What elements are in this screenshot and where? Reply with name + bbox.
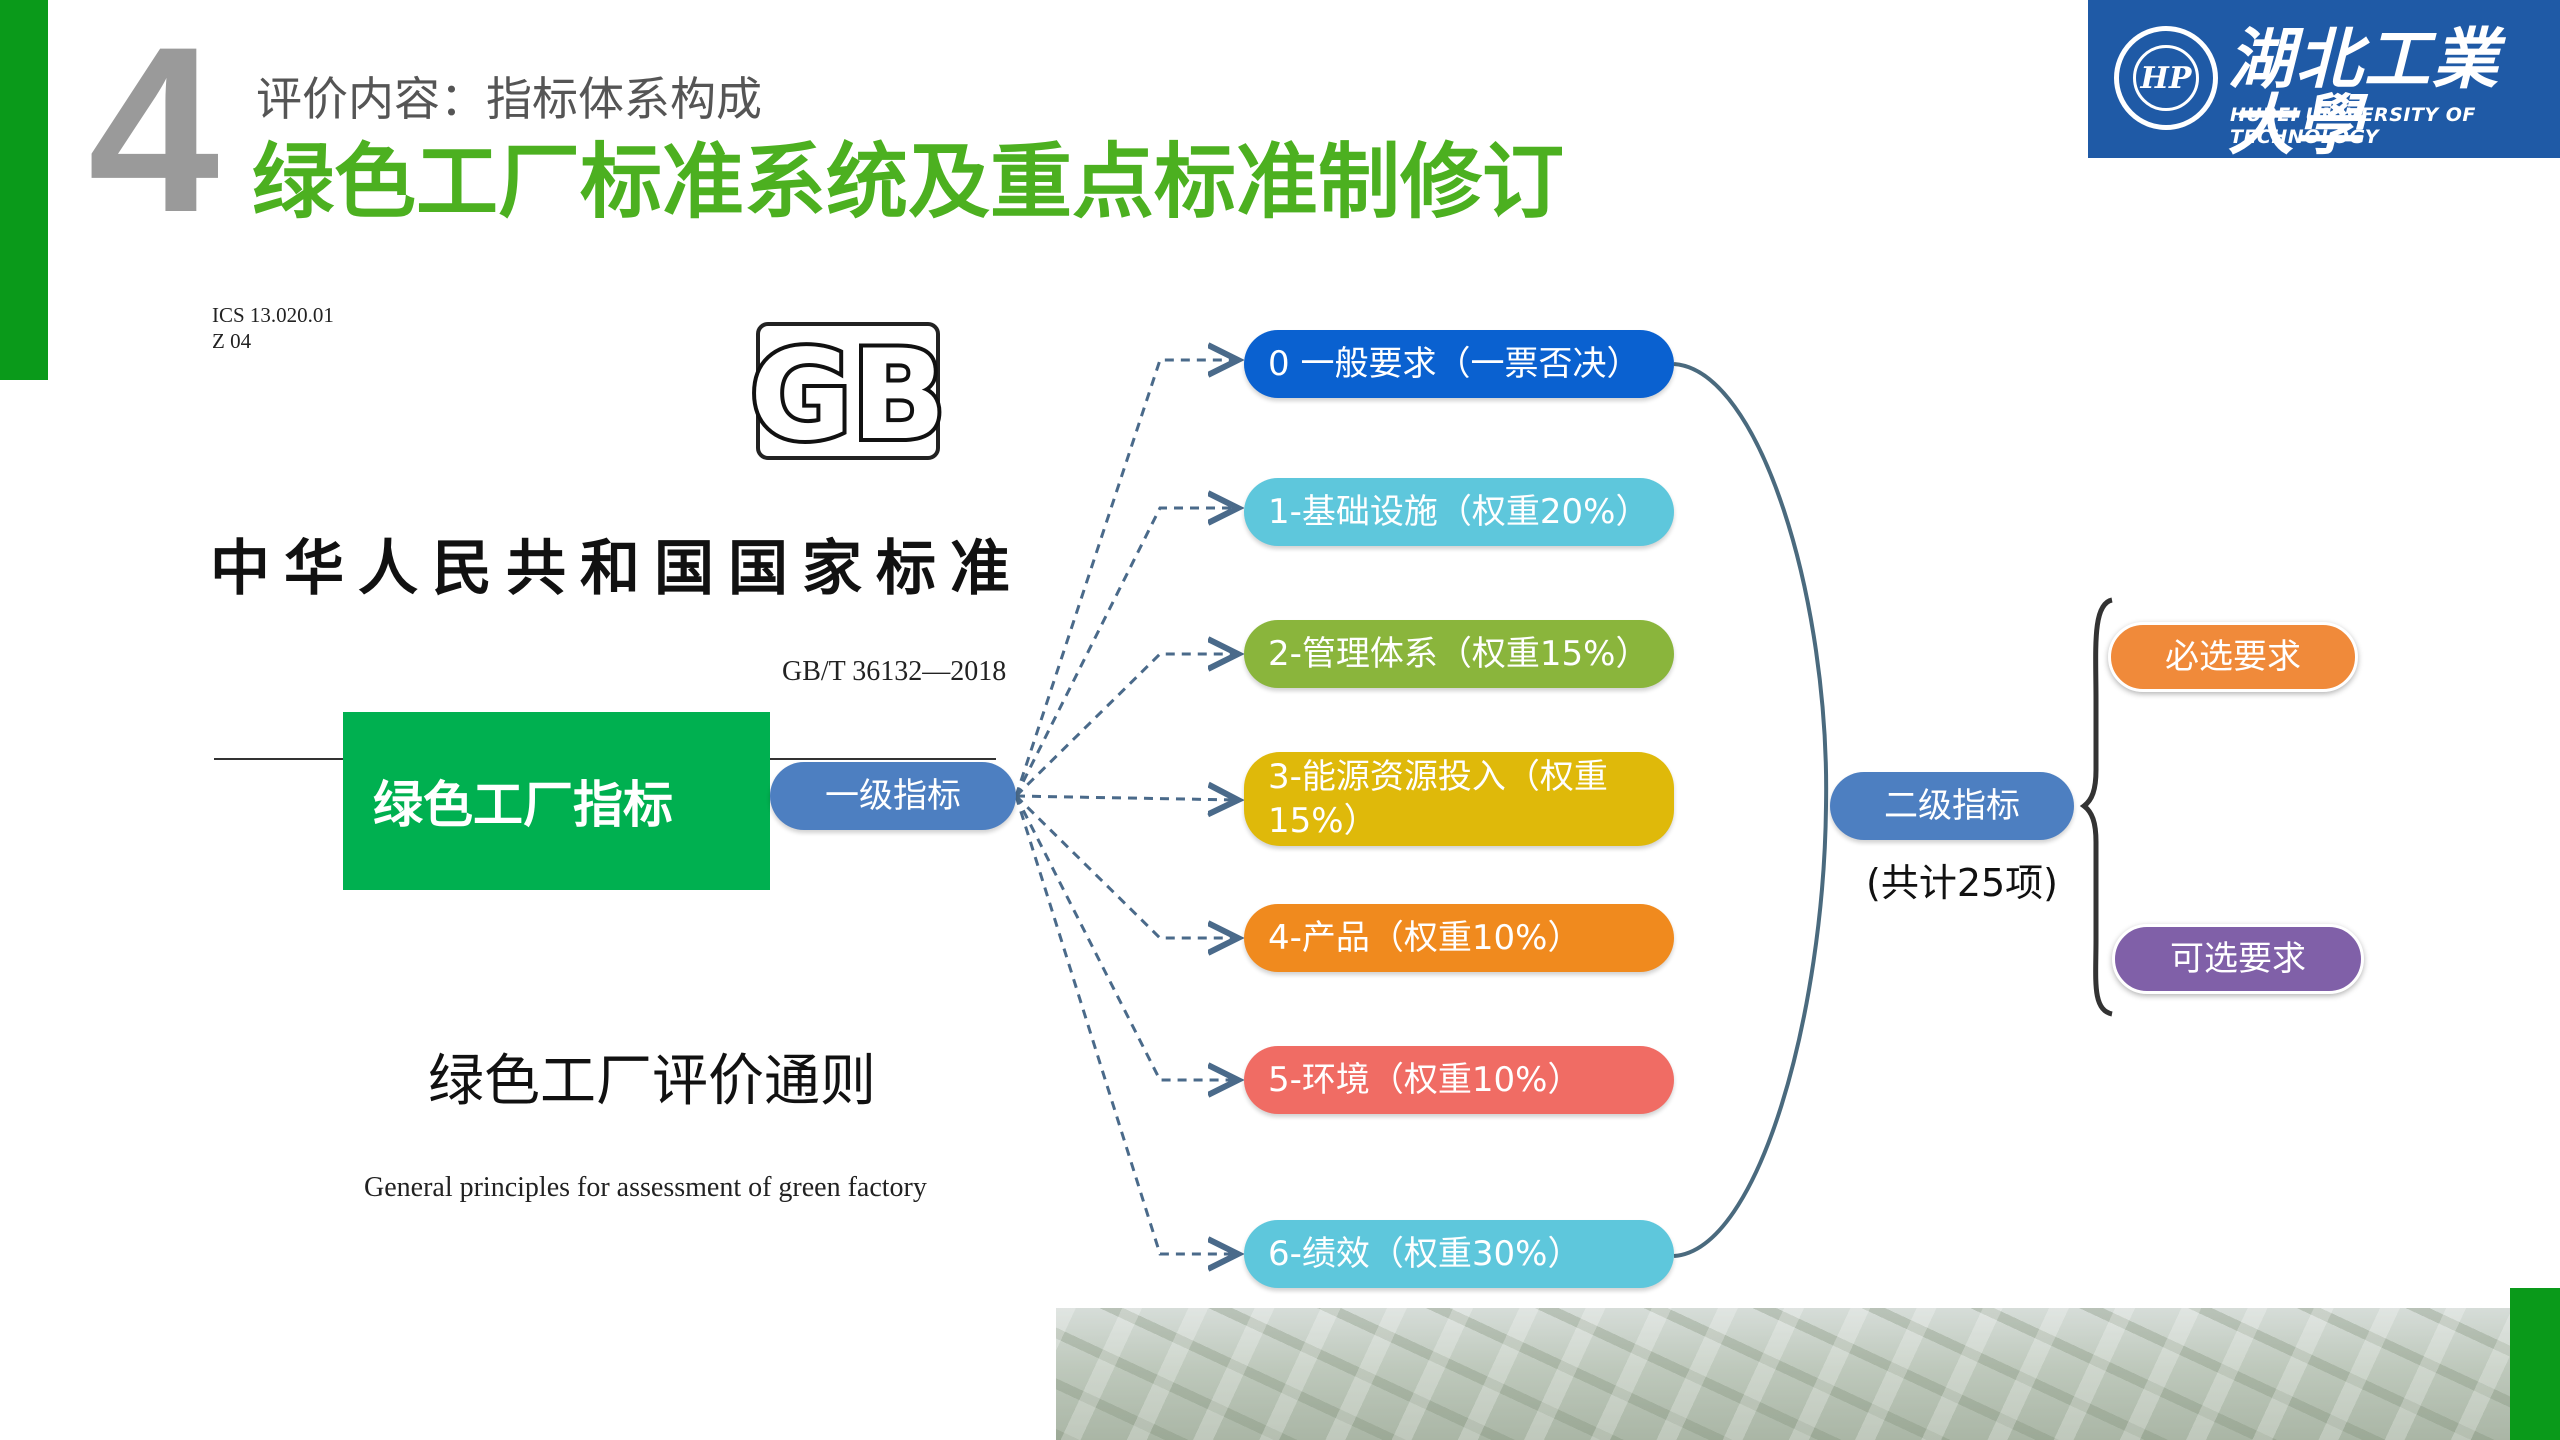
category-pill-general: 0 一般要求（一票否决） — [1244, 330, 1674, 398]
document-title-cn: 绿色工厂评价通则 — [428, 1049, 876, 1114]
connector-to-category-5 — [1014, 795, 1238, 1080]
connector-to-category-0 — [1014, 360, 1238, 797]
connector-to-category-1 — [1014, 508, 1238, 797]
level1-indicator-pill: 一级指标 — [770, 762, 1016, 830]
classification-line: Z 04 — [212, 329, 252, 354]
connector-to-category-3 — [1015, 796, 1238, 800]
left-accent-bar — [0, 0, 48, 380]
category-pill-product: 4-产品（权重10%） — [1244, 904, 1674, 972]
document-title-en: General principles for assessment of gre… — [364, 1172, 927, 1203]
optional-requirements-pill: 可选要求 — [2112, 924, 2364, 994]
doc-ics-code: ICS 13.020.01 Z 04 — [212, 302, 334, 355]
ics-line: ICS 13.020.01 — [212, 303, 334, 327]
university-logo: HP 湖北工業大學 HUBEI UNIVERSITY OF TECHNOLOGY — [2088, 0, 2560, 158]
level2-count: (共计25项) — [1866, 861, 2059, 905]
section-number: 4 — [88, 0, 220, 262]
national-standard-heading: 中华人民共和国国家标准 — [210, 534, 1024, 604]
right-accent-bar — [2510, 1288, 2560, 1440]
divider-line — [770, 758, 996, 760]
connector-to-category-6 — [1014, 795, 1238, 1254]
connector-to-category-4 — [1014, 794, 1238, 938]
university-emblem-icon: HP — [2114, 26, 2218, 130]
standard-code: GB/T 36132—2018 — [782, 656, 1007, 687]
university-name-en: HUBEI UNIVERSITY OF TECHNOLOGY — [2230, 104, 2476, 148]
gb-standard-logo-icon: GB — [752, 320, 944, 466]
category-pill-management: 2-管理体系（权重15%） — [1244, 620, 1674, 688]
slide-title: 绿色工厂标准系统及重点标准制修订 — [252, 135, 1565, 230]
gb-mark-text: GB — [752, 324, 944, 466]
slide-subtitle: 评价内容：指标体系构成 — [256, 72, 762, 126]
level2-indicator-pill: 二级指标 — [1830, 772, 2074, 840]
category-pill-environment: 5-环境（权重10%） — [1244, 1046, 1674, 1114]
category-pill-infrastructure: 1-基础设施（权重20%） — [1244, 478, 1674, 546]
green-factory-indicator-box: 绿色工厂指标 — [343, 712, 770, 890]
connector-to-category-2 — [1014, 654, 1238, 798]
emblem-monogram: HP — [2133, 45, 2199, 111]
university-name-cn: 湖北工業大學 — [2228, 20, 2500, 164]
required-requirements-pill: 必选要求 — [2108, 622, 2358, 692]
bracket-curve — [1673, 362, 1829, 1258]
category-pill-energy: 3-能源资源投入（权重15%） — [1244, 752, 1674, 846]
category-pill-performance: 6-绩效（权重30%） — [1244, 1220, 1674, 1288]
divider-line — [214, 758, 344, 760]
landscape-photo — [1056, 1308, 2510, 1440]
